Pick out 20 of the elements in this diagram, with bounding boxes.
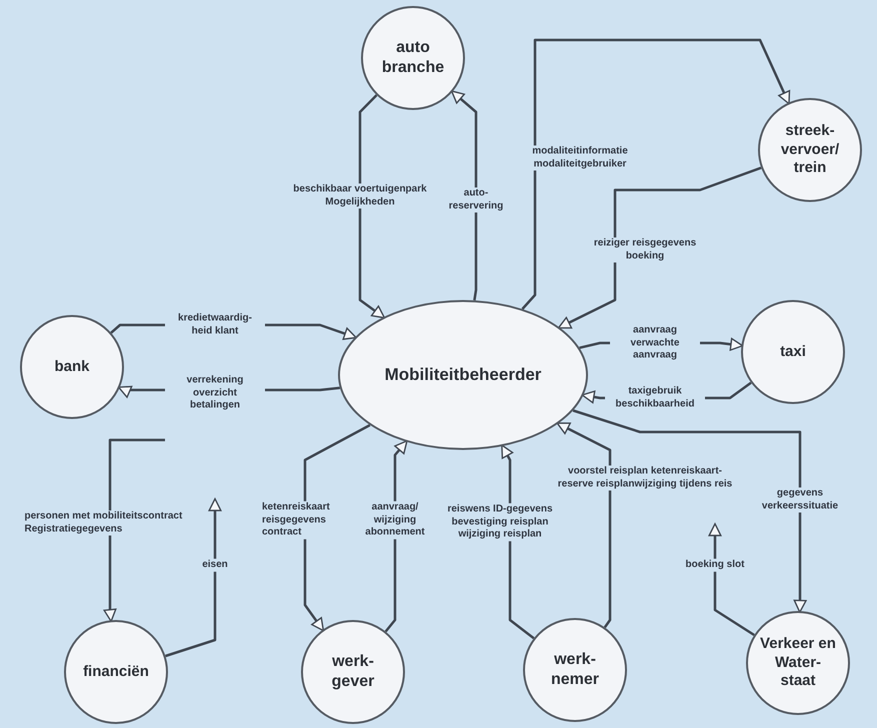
- edge-label: aanvraag verwachte aanvraag: [610, 324, 700, 362]
- node-label: taxi: [780, 342, 806, 362]
- node-label: werk- gever: [330, 652, 376, 692]
- node-label: financiën: [83, 662, 149, 682]
- arrow: [556, 422, 612, 628]
- arrow: [103, 438, 165, 622]
- node-label: streek- vervoer/ trein: [780, 122, 840, 178]
- node-label: bank: [54, 358, 90, 376]
- arrow: [572, 409, 807, 613]
- node-label: Mobiliteitbeheerder: [384, 364, 542, 386]
- arrow: [558, 166, 762, 329]
- arrow: [358, 94, 386, 318]
- node-label: Verkeer en Water- staat: [759, 634, 837, 692]
- arrow: [165, 498, 222, 658]
- edge-label: verrekening overzicht betalingen: [165, 374, 265, 412]
- arrow: [450, 90, 478, 300]
- node-label: werk- nemer: [550, 650, 600, 690]
- arrow: [521, 38, 790, 310]
- node-label: auto branche: [380, 38, 446, 78]
- arrow: [708, 523, 755, 636]
